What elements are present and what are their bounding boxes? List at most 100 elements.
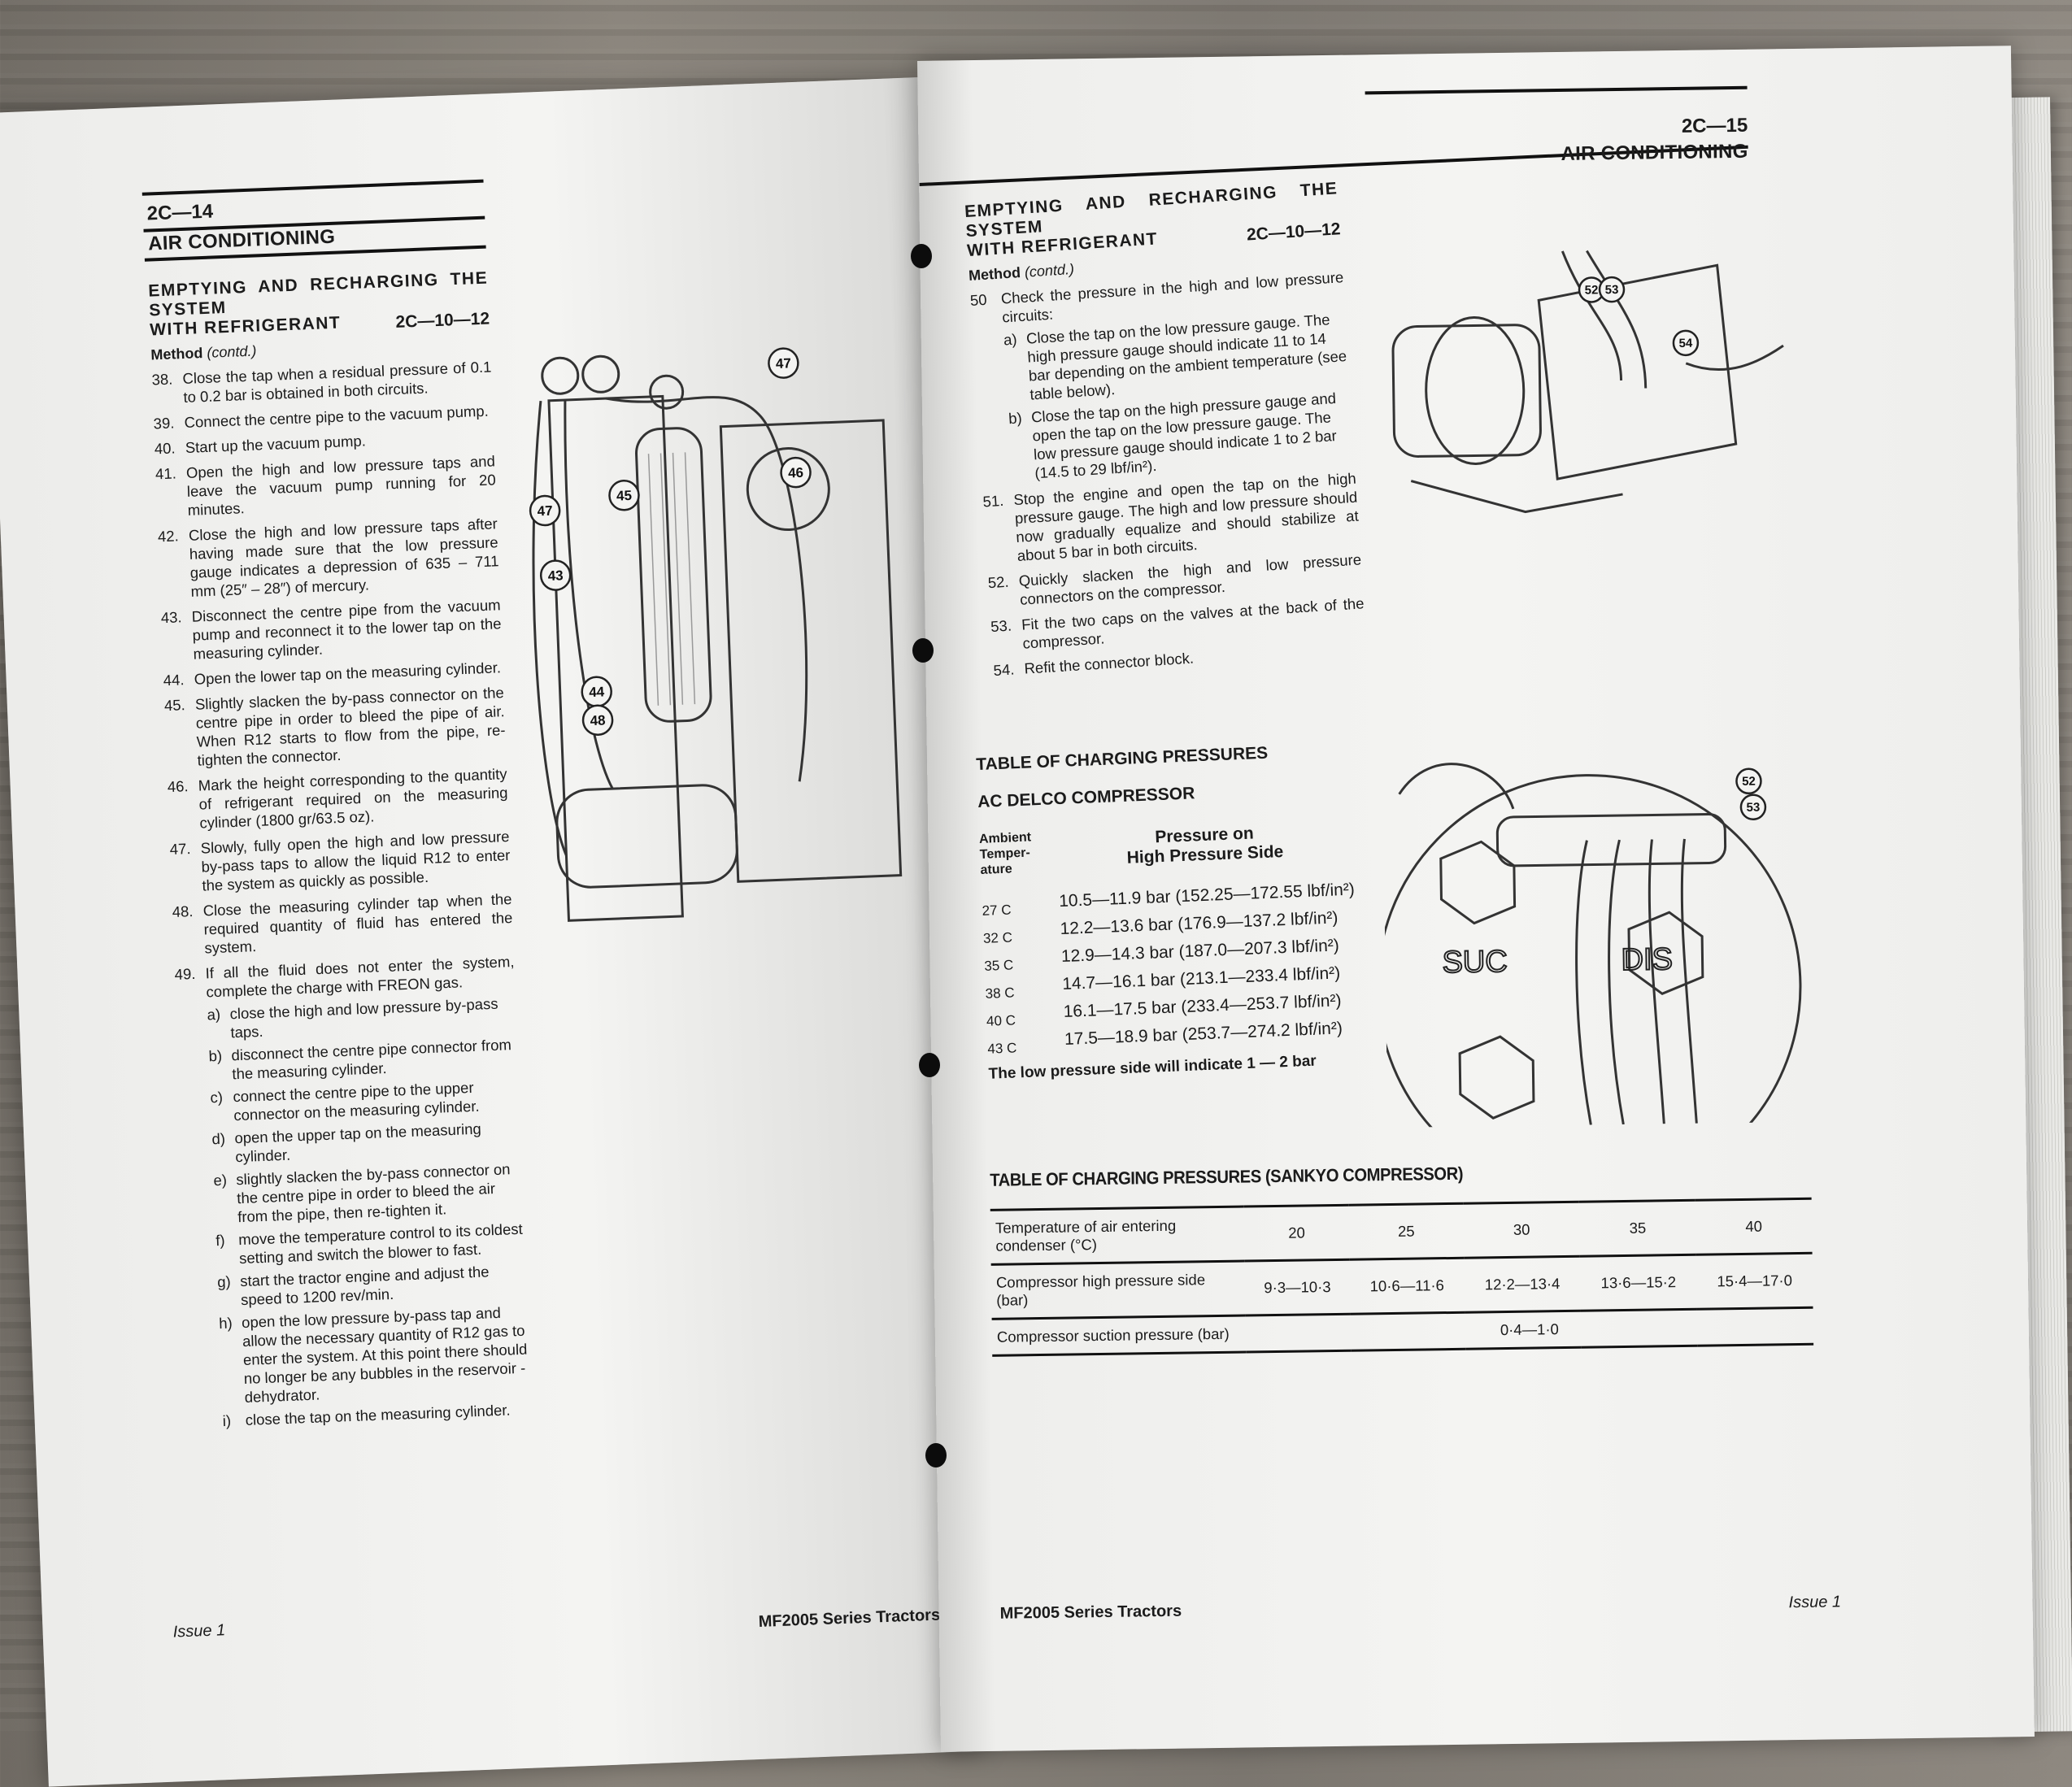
procedure-step: 43. Disconnect the centre pipe from the v… [160, 595, 502, 664]
item-number: 39. [153, 414, 175, 433]
item-number: b) [208, 1046, 223, 1065]
right-text-column: EMPTYING AND RECHARGING THE SYSTEM WITH … [964, 179, 1367, 680]
table-cell: 25 [1348, 1203, 1465, 1260]
measuring-cylinder-icon [635, 427, 712, 723]
item-number: c) [210, 1088, 224, 1107]
item-text: start the tractor engine and adjust the … [239, 1263, 490, 1309]
ac-delco-table: TABLE OF CHARGING PRESSURES AC DELCO COM… [976, 738, 1412, 1084]
item-number: f) [215, 1231, 225, 1250]
item-text: Stop the engine and open the tap on the … [1012, 469, 1360, 564]
item-number: 44. [163, 671, 185, 689]
callout-53: 53 [1746, 801, 1760, 815]
header-rule [141, 179, 484, 196]
item-text: Close the tap when a residual pressure o… [182, 358, 492, 407]
callout-52: 52 [1585, 283, 1599, 297]
discharge-port-label: DIS [1621, 942, 1673, 977]
item-text: Connect the centre pipe to the vacuum pu… [184, 402, 490, 431]
item-text: If all the fluid does not enter the syst… [205, 952, 515, 1001]
cylinder-gauge-icon [649, 374, 685, 410]
item-text: Disconnect the centre pipe from the vacu… [191, 596, 502, 663]
callout-44: 44 [589, 684, 605, 700]
item-number: e) [213, 1171, 228, 1189]
procedure-step: 45.Slightly slacken the by-pass connecto… [164, 683, 507, 771]
table-cell: 15·4—17·0 [1695, 1253, 1813, 1310]
item-text: Open the high and low pressure taps and … [185, 452, 497, 519]
page-number: 2C—14 [146, 200, 214, 225]
procedure-step: 51.Stop the engine and open the tap on t… [982, 469, 1360, 567]
item-number: 45. [163, 696, 186, 715]
table-cell: 12·2—13·4 [1464, 1256, 1581, 1313]
item-number: 53. [990, 616, 1012, 636]
binding-ring [912, 638, 934, 663]
item-text: disconnect the centre pipe connector fro… [231, 1036, 512, 1083]
callout-47: 47 [776, 355, 792, 372]
step-list: 38. Close the tap when a residual pressur… [151, 357, 516, 1002]
temperature-cell: 40 C [986, 1012, 1016, 1029]
compressor-valves-figure: 52 53 SUC DIS [1382, 763, 1802, 1128]
item-text: Mark the height corresponding to the qua… [198, 765, 508, 832]
procedure-step: 38. Close the tap when a residual pressur… [151, 357, 492, 407]
footer-title: MF2005 Series Tractors [999, 1602, 1182, 1623]
compressor-icon [746, 447, 830, 532]
temperature-cell: 35 C [983, 957, 1014, 974]
row-label: Temperature of air entering condenser (°… [990, 1207, 1245, 1265]
table-cell: 40 [1695, 1198, 1813, 1255]
procedure-step: 47.Slowly, fully open the high and low p… [169, 827, 511, 896]
substep-list: a)close the high and low pressure by-pas… [176, 994, 532, 1432]
callout-47: 47 [537, 503, 553, 520]
suction-port-label: SUC [1442, 945, 1508, 980]
table-cell: 10·6—11·6 [1349, 1258, 1465, 1315]
method-note: (contd.) [1024, 260, 1075, 280]
low-pressure-gauge-icon [541, 356, 580, 395]
item-text: close the high and low pressure by-pass … [229, 994, 498, 1041]
temperature-cell: 32 C [982, 929, 1013, 946]
callout-43: 43 [547, 567, 564, 584]
header-rule [1365, 85, 1748, 95]
item-number: 41. [155, 464, 177, 483]
compressor-connectors-figure: 52 53 54 [1391, 250, 1784, 514]
section-title: AIR CONDITIONING [1561, 140, 1748, 165]
item-text: open the upper tap on the measuring cyli… [234, 1120, 482, 1166]
procedure-substep: e) slightly slacken the by-pass connector… [182, 1159, 524, 1228]
item-number: g) [216, 1272, 232, 1291]
high-pressure-gauge-icon [581, 354, 620, 393]
item-number: 43. [160, 608, 182, 627]
temperature-cell: 43 C [987, 1040, 1017, 1057]
method-text: Method [150, 345, 203, 363]
item-text: Start up the vacuum pump. [185, 432, 367, 456]
procedure-step: 48.Close the measuring cylinder tap when… [172, 889, 513, 959]
item-text: connect the centre pipe to the upper con… [233, 1078, 480, 1124]
item-number: 46. [167, 777, 189, 796]
table-cell: 9·3—10·3 [1244, 1259, 1351, 1316]
footer-issue: Issue 1 [172, 1621, 226, 1641]
item-number: 40. [154, 439, 176, 458]
item-text: slightly slacken the by-pass connector o… [236, 1160, 511, 1226]
item-number: 38. [151, 370, 173, 389]
table-cell: 0·4—1·0 [1245, 1307, 1814, 1353]
table-subtitle: AC DELCO COMPRESSOR [977, 784, 1195, 812]
item-number: 54. [992, 660, 1015, 680]
table-cell: 35 [1579, 1200, 1696, 1257]
procedure-step: 41. Open the high and low pressure taps a… [155, 451, 497, 520]
table-title: TABLE OF CHARGING PRESSURES (SANKYO COMP… [990, 1163, 1464, 1190]
binding-ring [919, 1053, 940, 1077]
item-number: h) [218, 1314, 233, 1333]
method-note: (contd.) [206, 342, 257, 361]
item-text: Slowly, fully open the high and low pres… [200, 828, 511, 894]
sankyo-table-block: TABLE OF CHARGING PRESSURES (SANKYO COMP… [990, 1159, 1814, 1357]
vacuum-pump-icon [555, 784, 738, 889]
table-cell: 13·6—15·2 [1580, 1254, 1697, 1311]
left-text-column: EMPTYING AND RECHARGING THE SYSTEM WITH … [148, 269, 532, 1432]
method-text: Method [968, 264, 1021, 285]
footer-issue: Issue 1 [1788, 1593, 1842, 1612]
item-number: i) [222, 1411, 232, 1430]
item-number: 52. [987, 572, 1010, 592]
table-cell: 30 [1463, 1202, 1581, 1259]
table-cell: 20 [1243, 1205, 1350, 1262]
sankyo-pressure-table: Temperature of air entering condenser (°… [990, 1198, 1814, 1357]
item-text: move the temperature control to its cold… [237, 1220, 524, 1267]
item-text: Close the tap on the high pressure gauge… [1030, 389, 1338, 482]
item-number: 42. [157, 527, 180, 546]
